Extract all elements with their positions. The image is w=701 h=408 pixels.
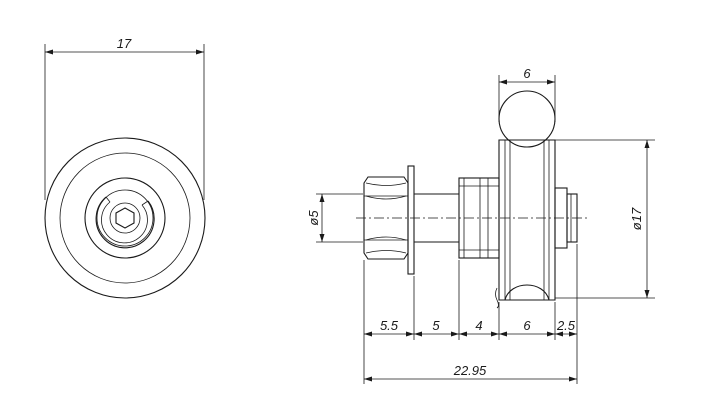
washer: [407, 165, 415, 275]
hex-socket-icon: [115, 207, 135, 229]
socket-circle: [109, 202, 141, 234]
grooved-wheel: [495, 139, 556, 309]
segment-label: 5: [432, 318, 440, 333]
groove-ball-circle: [498, 90, 556, 148]
wheel-inner-circle: [59, 152, 191, 284]
arrowhead-icon: [451, 331, 459, 337]
segment-label: 6: [523, 318, 531, 333]
arrowhead-icon: [569, 376, 577, 382]
retaining-clip-arc: [95, 196, 155, 249]
wheel-diameter-label: ø17: [629, 207, 644, 230]
arrowhead-icon: [414, 331, 422, 337]
front-width-label: 17: [117, 36, 132, 51]
arrowhead-icon: [319, 194, 325, 202]
wheel-outer-circle: [44, 137, 206, 299]
hex-nut: [363, 176, 409, 260]
side-view: 6 ø5: [306, 66, 655, 384]
arrowhead-icon: [569, 331, 577, 337]
arrowhead-icon: [547, 331, 555, 337]
arrowhead-icon: [45, 49, 53, 55]
arrowhead-icon: [364, 331, 372, 337]
arrowhead-icon: [364, 376, 372, 382]
groove-width-label: 6: [523, 66, 531, 81]
retaining-clip-inner-arc: [101, 201, 148, 244]
arrowhead-icon: [499, 79, 507, 85]
segment-label: 4: [475, 318, 482, 333]
shaft-diameter-label: ø5: [306, 210, 321, 226]
end-cap: [554, 187, 578, 249]
arrowhead-icon: [644, 290, 650, 298]
clip-end-line: [141, 200, 149, 206]
arrowhead-icon: [459, 331, 467, 337]
arrowhead-icon: [196, 49, 204, 55]
clip-end-line: [105, 196, 111, 203]
hub-circle: [96, 189, 154, 247]
washer-circle: [84, 177, 166, 259]
arrowhead-icon: [406, 331, 414, 337]
arrowhead-icon: [499, 331, 507, 337]
arrowhead-icon: [547, 79, 555, 85]
arrowhead-icon: [644, 140, 650, 148]
total-length-label: 22.95: [453, 363, 487, 378]
arrowhead-icon: [491, 331, 499, 337]
front-view: 17: [44, 36, 206, 299]
arrowhead-icon: [555, 331, 563, 337]
arrowhead-icon: [319, 234, 325, 242]
segment-label: 2.5: [556, 318, 576, 333]
segment-label: 5.5: [380, 318, 399, 333]
